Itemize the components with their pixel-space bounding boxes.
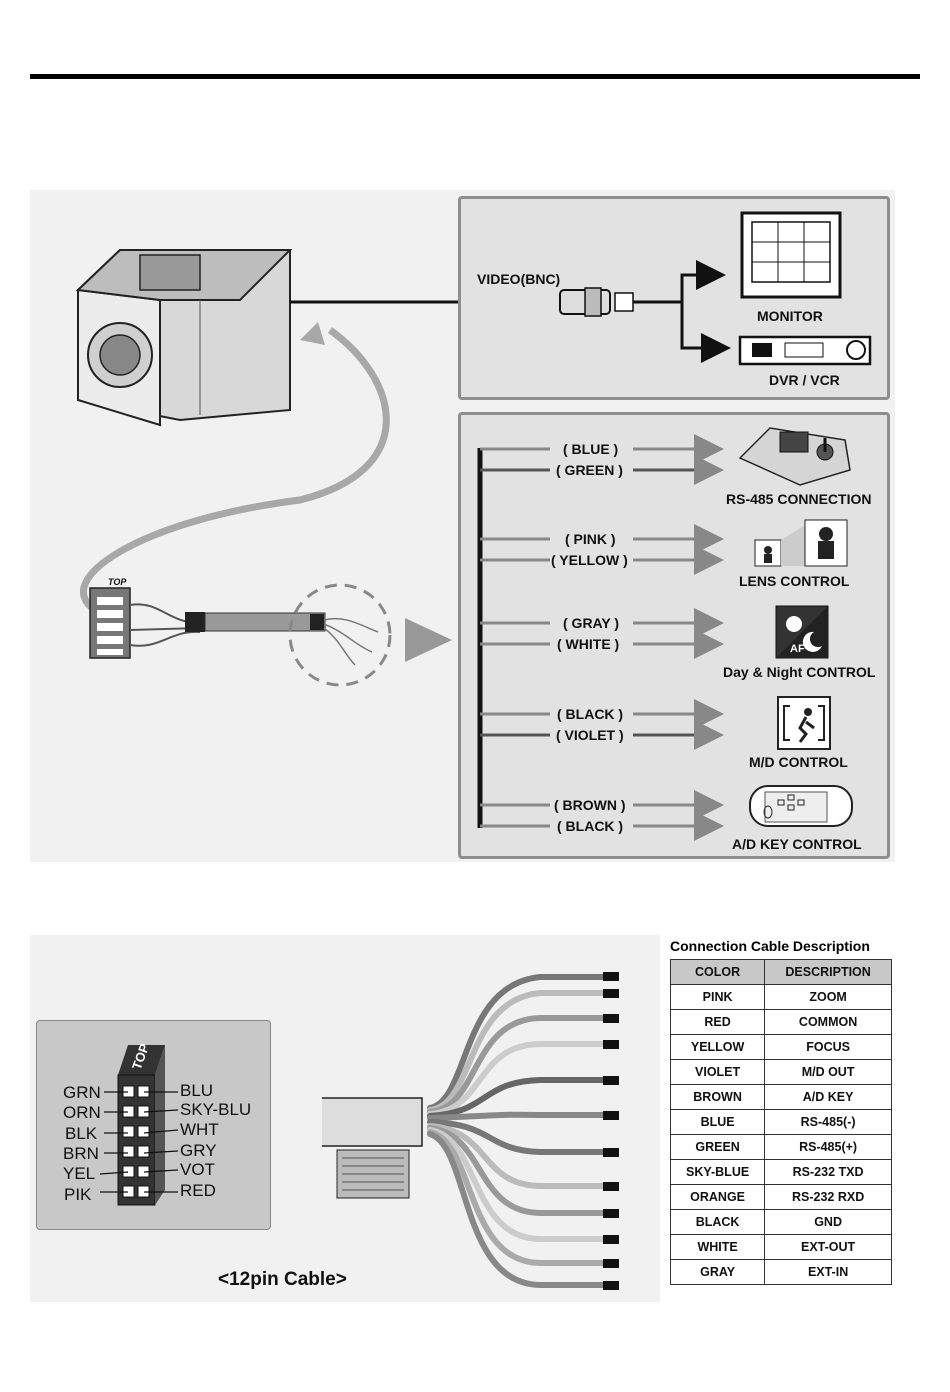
description-cell: RS-485(-) [764, 1109, 892, 1135]
pin-label-left: PIK [64, 1185, 92, 1204]
dvr-label: DVR / VCR [769, 372, 840, 388]
pin-label-left: ORN [63, 1103, 101, 1122]
wire-label: ( GRAY ) [563, 615, 620, 631]
wire-label: ( BROWN ) [554, 797, 626, 813]
pin-label-right: WHT [180, 1120, 219, 1139]
lens-control-label: LENS CONTROL [739, 573, 850, 589]
cable-caption: <12pin Cable> [218, 1269, 347, 1290]
wire-label: ( BLACK ) [557, 818, 624, 834]
description-cell: RS-232 RXD [764, 1184, 892, 1210]
color-cell: WHITE [669, 1234, 766, 1260]
pin-label-right: VOT [180, 1160, 215, 1179]
zoom-circle [288, 583, 392, 687]
color-cell: VIOLET [669, 1059, 766, 1085]
wire-label: ( WHITE ) [557, 636, 620, 652]
color-cell: GREEN [669, 1134, 766, 1160]
camera-icon [75, 249, 293, 427]
motion-detect-icon [777, 696, 831, 750]
pin-label-left: BRN [63, 1144, 99, 1163]
description-cell: EXT-IN [764, 1259, 892, 1285]
wire-label: ( PINK ) [565, 531, 616, 547]
header-rule [30, 74, 920, 79]
key-pad-icon [749, 785, 853, 827]
cable-connector-icon [89, 587, 379, 666]
connector-top-label: TOP [108, 577, 127, 587]
pin-label-left: GRN [63, 1083, 101, 1102]
monitor-icon [740, 211, 842, 299]
pin-label-left: BLK [65, 1124, 98, 1143]
table-header-row: COLOR DESCRIPTION [669, 959, 892, 985]
color-cell: ORANGE [669, 1184, 766, 1210]
monitor-label: MONITOR [757, 308, 823, 324]
md-control-label: M/D CONTROL [749, 754, 848, 770]
description-cell: RS-232 TXD [764, 1159, 892, 1185]
pin-label-right: RED [180, 1181, 216, 1200]
wire-label: ( YELLOW ) [551, 552, 628, 568]
day-night-af-icon: AF [775, 605, 829, 659]
column-header: COLOR [669, 959, 766, 985]
color-cell: GRAY [669, 1259, 766, 1285]
wire-label: ( GREEN ) [556, 462, 623, 478]
color-cell: RED [669, 1009, 766, 1035]
pin-label-right: SKY-BLU [180, 1100, 252, 1119]
dvr-icon [738, 335, 872, 366]
gray-cable [79, 327, 390, 613]
keyboard-controller-icon [738, 427, 851, 486]
pin-label-right: GRY [180, 1141, 217, 1160]
pin-label-right: BLU [180, 1081, 214, 1100]
color-cell: SKY-BLUE [669, 1159, 766, 1185]
rs485-label: RS-485 CONNECTION [726, 491, 872, 507]
pin-label-left: YEL [63, 1164, 96, 1183]
color-cell: BLUE [669, 1109, 766, 1135]
video-bnc-label: VIDEO(BNC) [477, 271, 561, 287]
svg-text:AF: AF [790, 643, 805, 655]
color-cell: YELLOW [669, 1034, 766, 1060]
description-cell: FOCUS [764, 1034, 892, 1060]
description-cell: RS-485(+) [764, 1134, 892, 1160]
wire-label: ( BLUE ) [563, 441, 619, 457]
description-cell: EXT-OUT [764, 1234, 892, 1260]
table-title: Connection Cable Description [670, 938, 870, 954]
description-cell: COMMON [764, 1009, 892, 1035]
description-cell: GND [764, 1209, 892, 1235]
day-night-label: Day & Night CONTROL [723, 664, 876, 680]
zoom-people-icon [754, 519, 848, 567]
color-cell: BLACK [669, 1209, 766, 1235]
description-cell: A/D KEY [764, 1084, 892, 1110]
color-cell: PINK [669, 984, 766, 1010]
cable-fanout [322, 972, 619, 1290]
column-header: DESCRIPTION [764, 959, 892, 985]
description-cell: ZOOM [764, 984, 892, 1010]
ad-key-label: A/D KEY CONTROL [732, 836, 862, 852]
wire-label: ( VIOLET ) [556, 727, 624, 743]
pointer-arrow [405, 618, 452, 662]
wire-label: ( BLACK ) [557, 706, 624, 722]
description-cell: M/D OUT [764, 1059, 892, 1085]
color-cell: BROWN [669, 1084, 766, 1110]
